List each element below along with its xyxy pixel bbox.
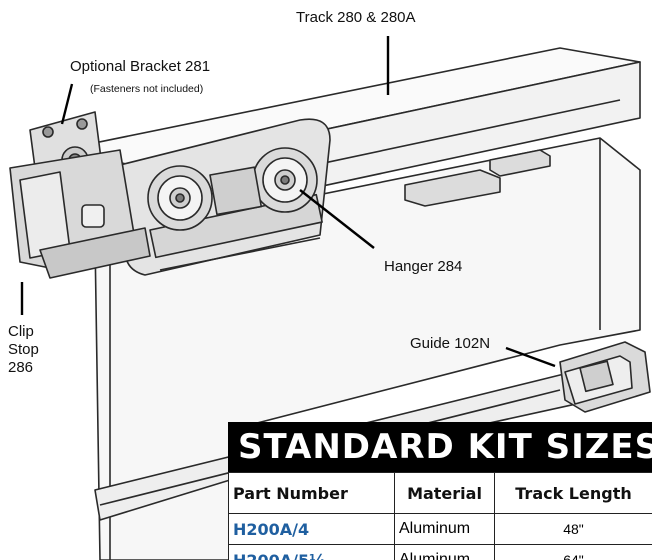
hanger-label: Hanger 284	[384, 258, 463, 275]
header-part-number: Part Number	[228, 472, 395, 514]
bracket-leader	[60, 83, 74, 125]
hanger-leader	[299, 189, 375, 249]
guide-label: Guide 102N	[410, 335, 491, 352]
bracket-label: Optional Bracket 281	[70, 58, 211, 75]
track-length-cell: 64"	[494, 544, 652, 560]
fasteners-note: (Fasteners not included)	[90, 83, 204, 95]
track-clip	[489, 149, 551, 177]
table-header-row: Part Number Material Track Length	[228, 472, 652, 514]
clip-stop-label-line2: Stop	[8, 341, 39, 358]
table-title: STANDARD KIT SIZES	[228, 422, 652, 472]
material-cell: Aluminum	[394, 544, 495, 560]
clip-stop-label-line1: Clip	[8, 323, 34, 340]
part-number-cell: H200A/5¼	[228, 544, 395, 560]
clip-stop-label-line3: 286	[8, 359, 34, 376]
part-number-cell: H200A/4	[228, 513, 395, 545]
table-row: H200A/5¼ Aluminum 64"	[228, 544, 652, 560]
track-clip	[404, 169, 501, 207]
header-material: Material	[394, 472, 495, 514]
track-length-cell: 48"	[494, 513, 652, 545]
standard-kit-sizes-table: STANDARD KIT SIZES Part Number Material …	[228, 422, 652, 560]
track-label: Track 280 & 280A	[296, 9, 416, 26]
material-cell: Aluminum	[394, 513, 495, 545]
kit-table: Part Number Material Track Length H200A/…	[228, 472, 652, 560]
header-track-length: Track Length	[494, 472, 652, 514]
table-row: H200A/4 Aluminum 48"	[228, 513, 652, 545]
guide-leader	[505, 346, 556, 368]
